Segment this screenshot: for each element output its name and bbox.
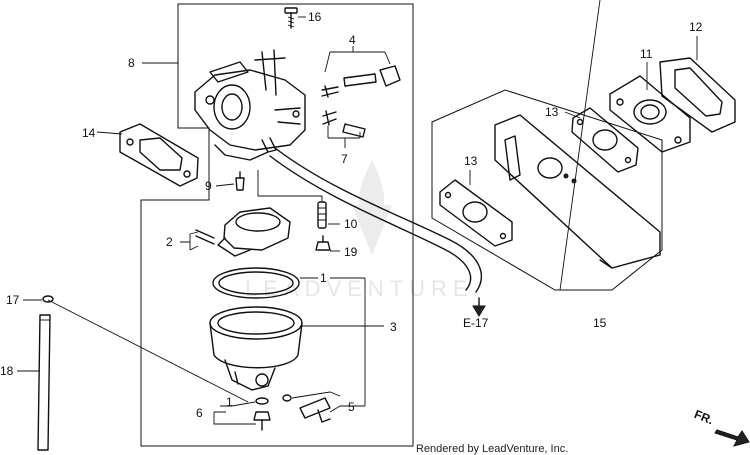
callout-2: 2 xyxy=(166,235,173,249)
throttle-stop-screw-7 xyxy=(322,110,366,138)
drain-tube-18 xyxy=(37,314,51,451)
callout-4: 4 xyxy=(349,33,356,47)
float-assembly xyxy=(217,207,291,257)
reference-e17: E-17 xyxy=(463,316,489,330)
callout-8: 8 xyxy=(128,56,135,70)
callout-1-washer: 1 xyxy=(226,395,233,409)
insulator-11 xyxy=(609,75,691,153)
tube-clip-17 xyxy=(42,295,54,303)
reference-arrow xyxy=(472,297,486,317)
direction-label: FR. xyxy=(692,407,715,427)
main-jet-9 xyxy=(235,171,245,191)
screw-16 xyxy=(284,7,298,29)
drain-bolt-6 xyxy=(253,411,271,431)
callout-3: 3 xyxy=(390,320,397,334)
carburetor-assembly-frame xyxy=(140,3,414,447)
pilot-screw-4 xyxy=(321,65,401,98)
leadventure-watermark: LEADVENTURE xyxy=(245,160,474,301)
callout-17: 17 xyxy=(6,293,20,307)
gasket-13-lower xyxy=(439,179,513,247)
callout-labels: 16 8 4 14 7 9 2 10 19 1 3 1 6 5 17 18 11… xyxy=(0,10,703,420)
callout-13-upper: 13 xyxy=(545,105,559,119)
drain-screw-5 xyxy=(282,394,331,423)
callout-15: 15 xyxy=(593,316,607,330)
render-credit: Rendered by LeadVenture, Inc. xyxy=(416,443,568,455)
callout-1-gasket: 1 xyxy=(320,271,327,285)
callout-10: 10 xyxy=(344,217,358,231)
callout-16: 16 xyxy=(308,10,322,24)
float-chamber-gasket-1 xyxy=(212,267,300,299)
callout-5: 5 xyxy=(348,400,355,414)
callout-6: 6 xyxy=(196,406,203,420)
gasket-13-upper xyxy=(571,107,639,173)
carburetor-body xyxy=(194,49,306,161)
emulsion-tube-10 xyxy=(317,201,327,229)
float-chamber-3 xyxy=(209,306,303,391)
jet-holder-19 xyxy=(315,235,331,251)
heat-shield-plate-15 xyxy=(494,114,661,269)
callout-18: 18 xyxy=(0,364,14,378)
watermark-text: LEADVENTURE xyxy=(245,276,474,301)
callout-14: 14 xyxy=(82,126,96,140)
callout-7: 7 xyxy=(341,152,348,166)
leader-lines xyxy=(17,0,698,425)
front-direction-indicator: FR. xyxy=(692,407,750,447)
callout-9: 9 xyxy=(205,179,212,193)
washer-1 xyxy=(255,397,269,405)
callout-13-lower: 13 xyxy=(464,154,478,168)
float-pin-2 xyxy=(195,229,215,245)
gasket-12 xyxy=(659,57,736,133)
callout-12: 12 xyxy=(689,20,703,34)
callout-19: 19 xyxy=(344,245,358,259)
callout-11: 11 xyxy=(640,47,653,61)
drain-hose xyxy=(269,147,482,293)
gasket-14 xyxy=(119,123,199,187)
insulator-group-frame xyxy=(431,89,663,291)
